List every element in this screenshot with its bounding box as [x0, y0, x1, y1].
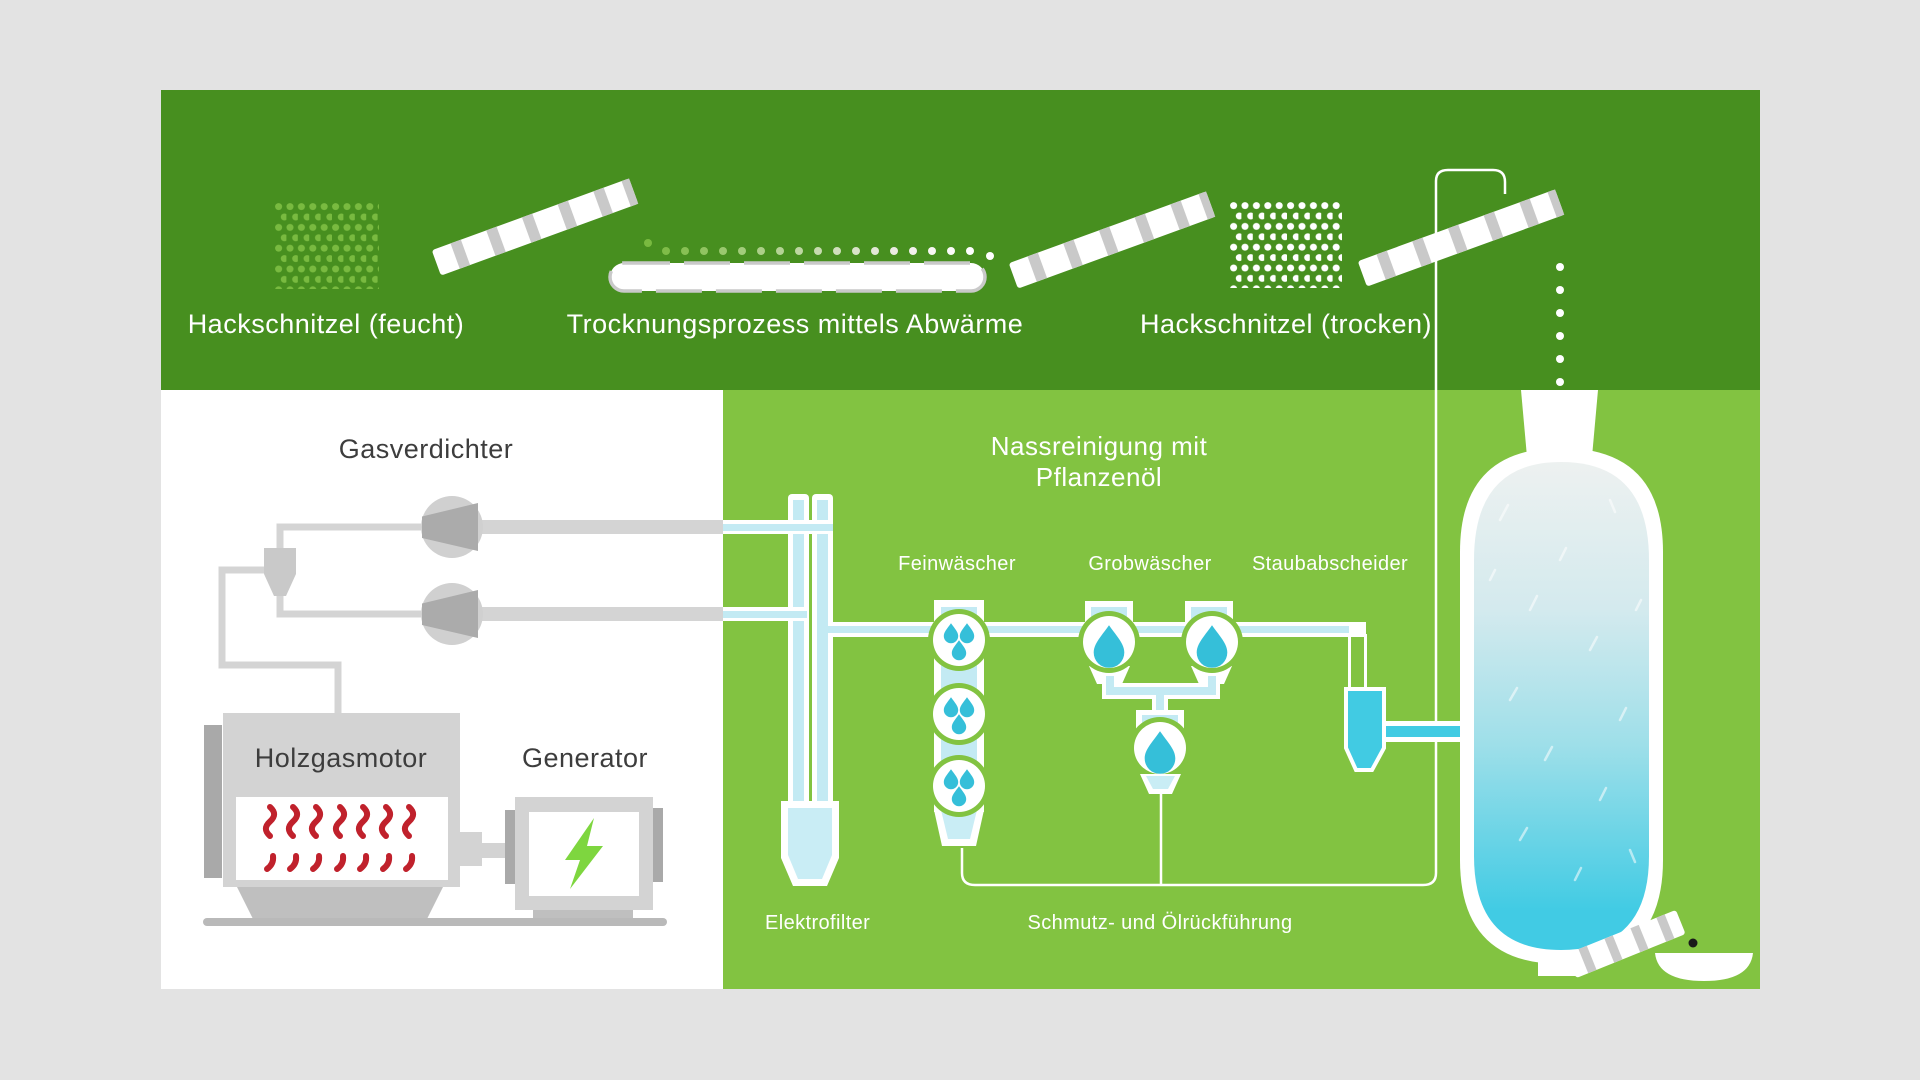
wet-wood-chips-icon: [275, 203, 379, 289]
wood-gas-engine: Holzgasmotor: [204, 713, 460, 919]
drying-chips-trail-icon: [644, 239, 994, 260]
lightning-bolt-icon: [565, 818, 603, 889]
compressor-icon: [421, 496, 483, 558]
engine-base: [237, 887, 443, 919]
compressor-outlet-pipe: [452, 520, 723, 534]
coarse-scrubber-label: Grobwäscher: [1088, 553, 1211, 575]
wet-chips-label: Hackschnitzel (feucht): [188, 309, 465, 339]
generator-fin: [505, 810, 515, 884]
shaft-coupling: [460, 832, 482, 866]
generator: Generator: [505, 743, 663, 919]
drying-drum-icon: [608, 261, 987, 293]
dry-wood-chips-icon: [1230, 202, 1342, 288]
electrofilter-riser-pipes: [788, 494, 833, 812]
engine-fin: [204, 725, 222, 878]
gas-filter-icon: [264, 548, 296, 596]
electrofilter-funnel-icon: [781, 801, 839, 886]
gas-reactor-vessel-icon: [1460, 390, 1663, 976]
vessel-neck: [1521, 390, 1598, 468]
generator-base: [533, 910, 633, 919]
gas-pipe: [276, 592, 421, 618]
drying-section: Hackschnitzel (feucht) Trocknungsprozess…: [161, 90, 1760, 390]
char-particle-icon: [1688, 938, 1698, 948]
ash-bowl-icon: [1655, 953, 1753, 981]
return-line: [960, 168, 1507, 887]
power-section: Gasverdichter: [203, 434, 723, 926]
coarse-scrubber-icon: [1078, 601, 1243, 794]
droplet-washer-icon: [1078, 611, 1140, 673]
compressor-label: Gasverdichter: [339, 434, 514, 464]
engine-label: Holzgasmotor: [255, 743, 428, 773]
generator-fin: [653, 808, 663, 882]
droplet-washer-icon: [1181, 611, 1243, 673]
dry-chips-label: Hackschnitzel (trocken): [1140, 309, 1432, 339]
gas-pipe: [276, 523, 421, 550]
drying-process-label: Trocknungsprozess mittels Abwärme: [567, 309, 1024, 339]
droplet-washer-icon: [1129, 717, 1191, 779]
vessel-liquid: [1474, 462, 1649, 950]
vessel-sparkle-specks: [1488, 498, 1643, 882]
dirt-oil-return-label: Schmutz- und Ölrückführung: [1028, 912, 1293, 934]
dust-outlet-pipe-core: [1382, 726, 1462, 737]
electro-filter-label: Elektrofilter: [765, 912, 870, 934]
fine-scrubber-icon: [928, 600, 990, 846]
compressor-icon: [421, 583, 483, 645]
droplet-washer-icon: [928, 609, 990, 671]
wet-cleaning-heading-line1: Nassreinigung mit: [991, 431, 1208, 461]
gas-pipe: [218, 566, 342, 713]
engine-flames-icon: [262, 804, 417, 872]
cyclone-funnel-icon: [1344, 634, 1386, 772]
droplet-washer-icon: [928, 683, 990, 745]
fine-scrubber-label: Feinwäscher: [898, 553, 1016, 575]
ground-bar: [203, 918, 667, 926]
drying-band-background: [161, 90, 1760, 390]
falling-chips-icon: [1556, 263, 1564, 386]
gas-feed-line-core: [723, 524, 833, 531]
gas-feed-line-core: [723, 611, 807, 618]
droplet-washer-icon: [928, 755, 990, 817]
wet-cleaning-heading-line2: Pflanzenöl: [1036, 462, 1162, 492]
compressor-outlet-pipe: [452, 607, 723, 621]
generator-label: Generator: [522, 743, 648, 773]
washing-section: Nassreinigung mit Pflanzenöl: [723, 390, 1753, 981]
dust-separator-label: Staubabscheider: [1252, 553, 1408, 575]
shaft-coupling: [482, 843, 508, 858]
